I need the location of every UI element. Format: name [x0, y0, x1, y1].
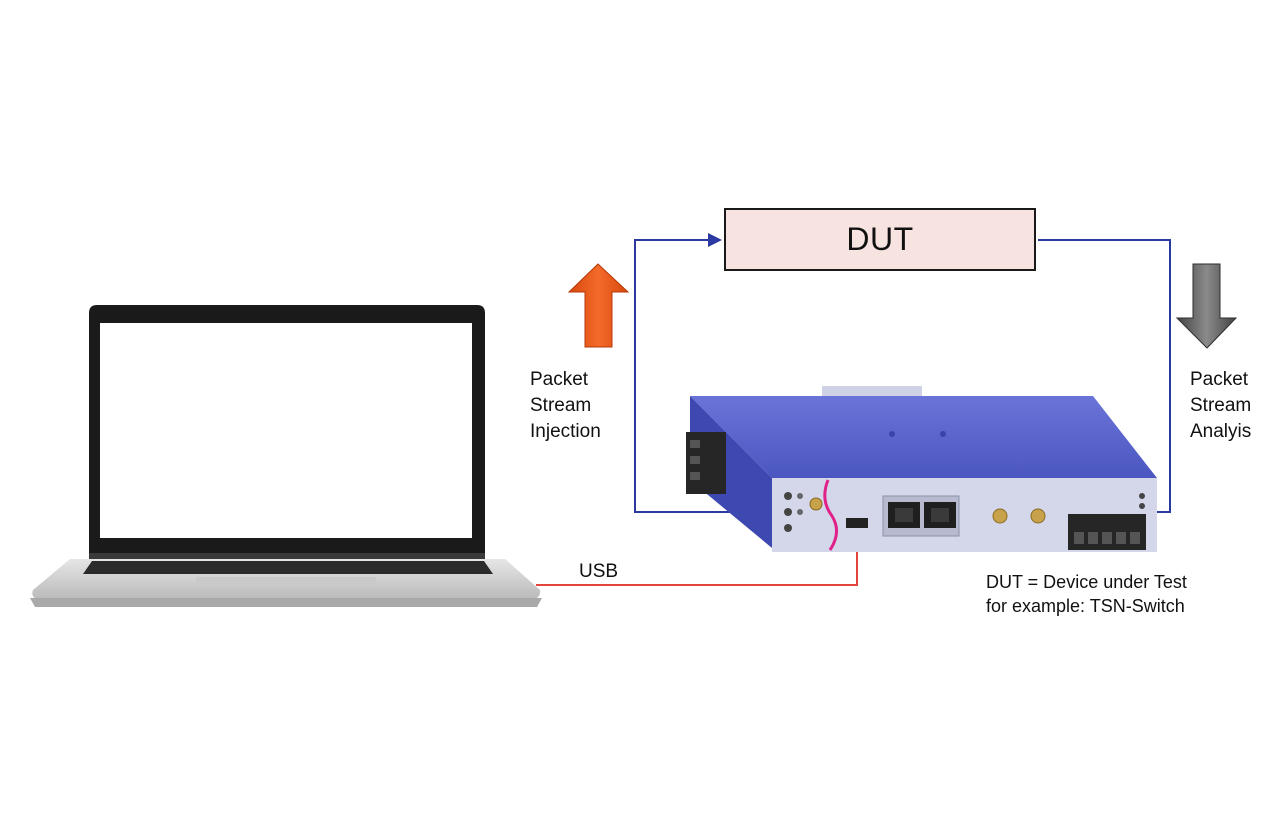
dut-legend-line-1: DUT = Device under Test [986, 572, 1187, 592]
injection-label-line-1: Packet [530, 369, 589, 390]
dut-legend: DUT = Device under Test for example: TSN… [986, 570, 1187, 618]
dut-input-arrowhead [708, 233, 722, 247]
injection-label-line-3: Injection [530, 421, 601, 442]
antenna-connector-left [809, 497, 823, 511]
ethernet-ports [882, 495, 960, 537]
test-device [686, 386, 1157, 552]
laptop-trackpad [196, 577, 376, 587]
analysis-arrow-icon [1175, 263, 1238, 349]
injection-label-line-2: Stream [530, 395, 592, 416]
injection-label: Packet Stream Injection [530, 367, 601, 445]
laptop-keyboard [83, 561, 493, 574]
sma-connector-2 [1030, 508, 1046, 524]
injection-path-line [634, 239, 760, 513]
laptop-screen [100, 323, 472, 538]
sma-connector-1 [992, 508, 1008, 524]
dut-legend-line-2: for example: TSN-Switch [986, 596, 1185, 616]
analysis-label-line-1: Packet [1190, 369, 1249, 390]
injection-arrow-icon [567, 263, 630, 348]
usb-port [846, 518, 868, 528]
analysis-label: Packet Stream Analyis [1190, 367, 1251, 445]
din-rail-clip [822, 386, 922, 396]
usb-label: USB [579, 561, 619, 582]
laptop-hinge [89, 553, 485, 559]
laptop-front-edge [30, 598, 542, 607]
device-top-face [690, 396, 1157, 478]
dut-box: DUT [724, 208, 1036, 271]
front-panel-accent [823, 479, 838, 551]
laptop [30, 305, 542, 607]
analysis-label-line-2: Stream [1190, 395, 1252, 416]
dut-title: DUT [846, 221, 914, 257]
analysis-label-line-3: Analyis [1190, 421, 1252, 442]
